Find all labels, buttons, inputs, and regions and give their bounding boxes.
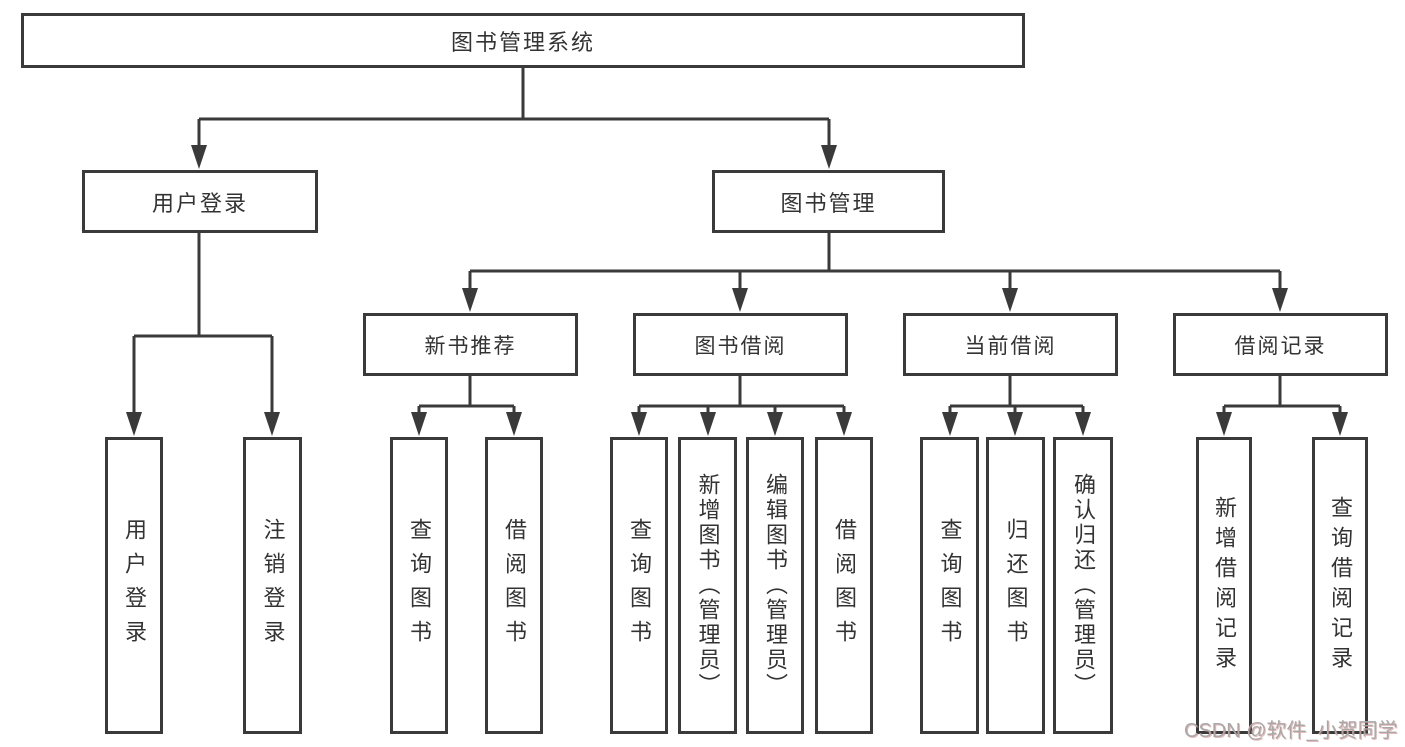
node-new-book-recommend: 新书推荐 bbox=[363, 313, 578, 376]
leaf-add-book-admin: 新增图书（管理员） bbox=[678, 437, 737, 734]
watermark: CSDN @软件_小贺同学 bbox=[1184, 720, 1398, 742]
node-label: 查询图书 bbox=[937, 517, 963, 654]
node-current-borrow: 当前借阅 bbox=[903, 313, 1118, 376]
leaf-return-books: 归还图书 bbox=[986, 437, 1045, 734]
node-book-borrow: 图书借阅 bbox=[633, 313, 848, 376]
node-label: 借阅图书 bbox=[832, 517, 857, 654]
node-book-management: 图书管理 bbox=[712, 170, 945, 233]
node-user-login: 用户登录 bbox=[82, 170, 318, 233]
node-label: 图书借阅 bbox=[694, 334, 787, 358]
node-label: 编辑图书（管理员） bbox=[763, 473, 788, 698]
node-label: 新增借阅记录 bbox=[1212, 495, 1237, 676]
node-label: 注销登录 bbox=[260, 517, 286, 654]
node-label: 借阅图书 bbox=[502, 517, 527, 654]
leaf-query-books-recommend: 查询图书 bbox=[390, 437, 448, 734]
node-label: 查询借阅记录 bbox=[1328, 495, 1353, 676]
node-library-system: 图书管理系统 bbox=[21, 13, 1025, 68]
node-label: 新书推荐 bbox=[424, 334, 517, 358]
node-label: 当前借阅 bbox=[964, 334, 1057, 358]
leaf-confirm-return-admin: 确认归还（管理员） bbox=[1053, 437, 1113, 734]
leaf-query-books-current: 查询图书 bbox=[920, 437, 979, 734]
node-label: 查询图书 bbox=[407, 517, 432, 654]
node-label: 确认归还（管理员） bbox=[1071, 473, 1096, 698]
leaf-borrow-books-borrow: 借阅图书 bbox=[815, 437, 873, 734]
node-label: 用户登录 bbox=[151, 190, 248, 216]
node-label: 图书管理 bbox=[780, 190, 877, 216]
leaf-logout: 注销登录 bbox=[243, 437, 302, 734]
leaf-edit-book-admin: 编辑图书（管理员） bbox=[746, 437, 804, 734]
node-label: 图书管理系统 bbox=[450, 29, 595, 55]
leaf-query-books-borrow: 查询图书 bbox=[610, 437, 668, 734]
node-label: 用户登录 bbox=[122, 517, 147, 654]
node-borrow-records: 借阅记录 bbox=[1173, 313, 1388, 376]
leaf-add-borrow-record: 新增借阅记录 bbox=[1196, 437, 1252, 734]
leaf-user-login: 用户登录 bbox=[105, 437, 163, 734]
node-label: 查询图书 bbox=[627, 517, 652, 654]
leaf-borrow-books-recommend: 借阅图书 bbox=[485, 437, 543, 734]
node-label: 归还图书 bbox=[1003, 517, 1029, 654]
node-label: 新增图书（管理员） bbox=[695, 473, 721, 698]
node-label: 借阅记录 bbox=[1234, 334, 1327, 358]
leaf-query-borrow-record: 查询借阅记录 bbox=[1312, 437, 1368, 734]
